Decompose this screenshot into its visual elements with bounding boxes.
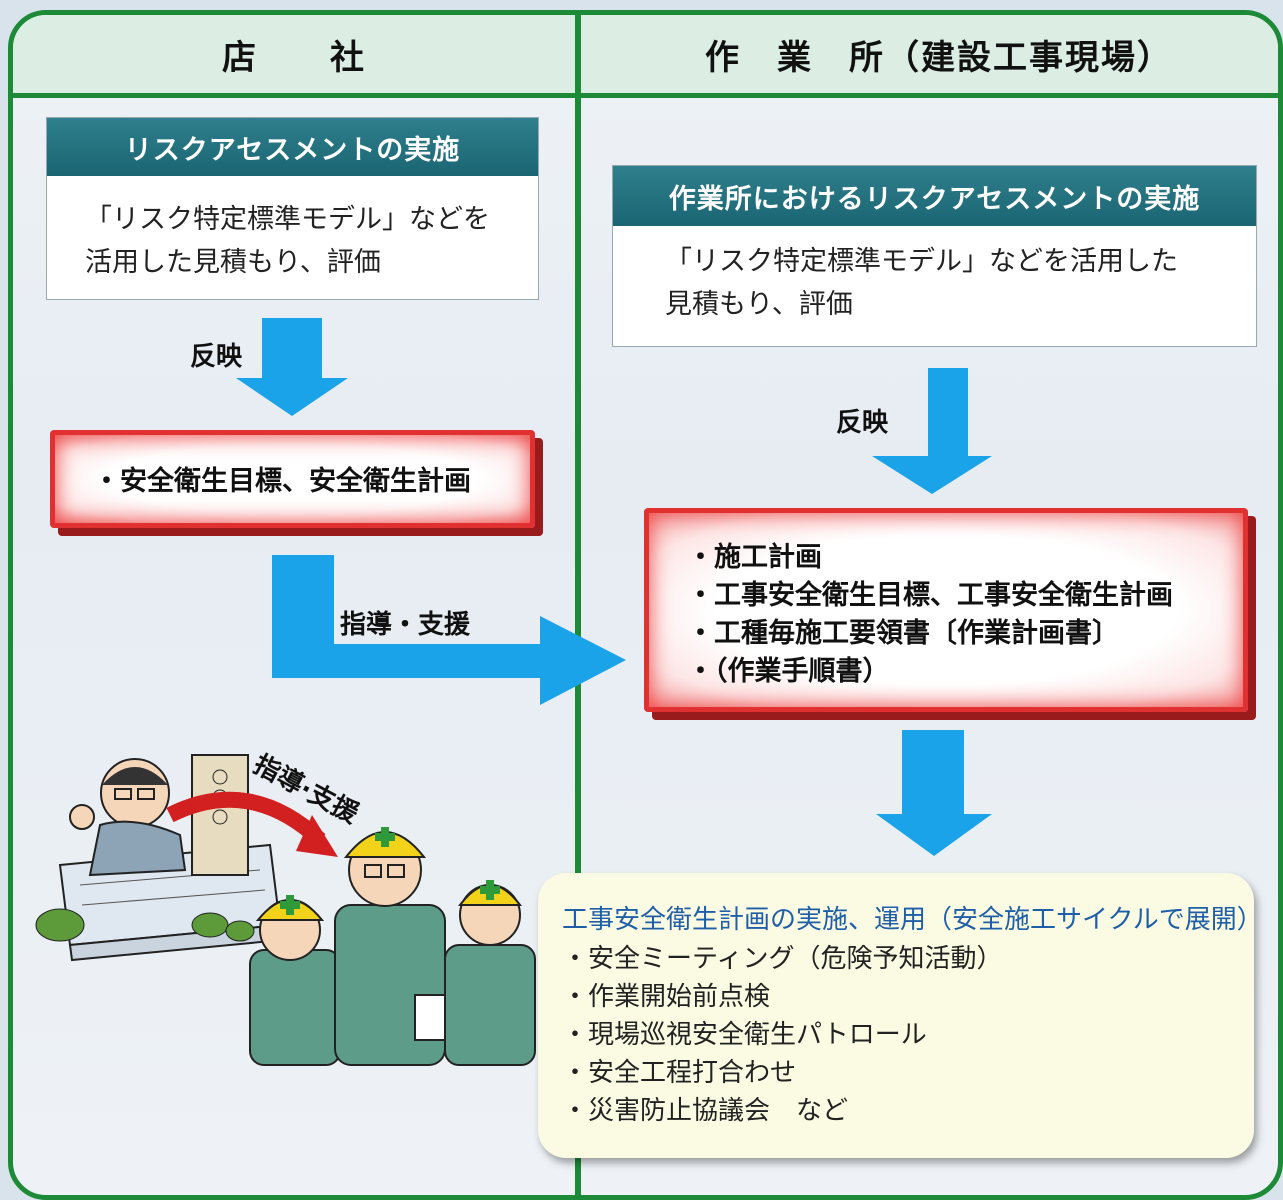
left-risk-body: 「リスク特定標準モデル」などを 活用した見積もり、評価 bbox=[47, 176, 538, 284]
guidance-label: 指導・支援 bbox=[340, 610, 471, 640]
left-reflect-label: 反映 bbox=[190, 342, 243, 372]
column-divider bbox=[575, 15, 581, 1195]
implementation-item-3: ・現場巡視安全衛生パトロール bbox=[562, 1020, 927, 1050]
left-plan-line: ・安全衛生目標、安全衛生計画 bbox=[93, 466, 471, 497]
guidance-illustration: 指導·支援 bbox=[35, 749, 536, 1066]
right-plan-line-1: ・施工計画 bbox=[687, 542, 822, 573]
right-plan-line-2: ・工事安全衛生目標、工事安全衛生計画 bbox=[687, 580, 1173, 611]
right-risk-line-1: 「リスク特定標準モデル」などを活用した bbox=[665, 246, 1178, 277]
header-head-office: 店 社 bbox=[13, 15, 575, 93]
implementation-item-2: ・作業開始前点検 bbox=[562, 982, 771, 1012]
right-plan-line-4: ・（作業手順書） bbox=[687, 656, 890, 687]
implementation-title: 工事安全衛生計画の実施、運用（安全施工サイクルで展開） bbox=[562, 905, 1263, 935]
left-risk-line-1: 「リスク特定標準モデル」などを bbox=[85, 204, 490, 235]
guidance-arrow bbox=[272, 555, 626, 705]
left-plan-box: ・安全衛生目標、安全衛生計画 bbox=[50, 430, 535, 528]
right-reflect-label: 反映 bbox=[836, 408, 889, 438]
header-work-site: 作 業 所（建設工事現場） bbox=[579, 15, 1278, 93]
left-risk-title: リスクアセスメントの実施 bbox=[47, 118, 538, 176]
right-risk-line-2: 見積もり、評価 bbox=[665, 289, 853, 320]
illustration-sign: 指導·支援 bbox=[248, 749, 364, 830]
left-risk-line-2: 活用した見積もり、評価 bbox=[85, 247, 381, 278]
left-down-arrow bbox=[236, 318, 348, 416]
implementation-item-5: ・災害防止協議会 など bbox=[562, 1096, 849, 1126]
header-rule bbox=[13, 93, 1278, 98]
right-risk-assessment-box: 作業所におけるリスクアセスメントの実施 「リスク特定標準モデル」などを活用した … bbox=[612, 165, 1257, 347]
implementation-box: 工事安全衛生計画の実施、運用（安全施工サイクルで展開） ・安全ミーティング（危険… bbox=[538, 873, 1263, 1158]
implementation-item-1: ・安全ミーティング（危険予知活動） bbox=[562, 944, 1003, 974]
left-risk-assessment-box: リスクアセスメントの実施 「リスク特定標準モデル」などを 活用した見積もり、評価 bbox=[46, 117, 539, 300]
right-plan-box: ・施工計画 ・工事安全衛生目標、工事安全衛生計画 ・工種毎施工要領書〔作業計画書… bbox=[644, 508, 1248, 712]
right-risk-title: 作業所におけるリスクアセスメントの実施 bbox=[613, 166, 1256, 226]
right-down-arrow-2 bbox=[876, 730, 992, 856]
right-risk-body: 「リスク特定標準モデル」などを活用した 見積もり、評価 bbox=[613, 226, 1256, 326]
right-plan-line-3: ・工種毎施工要領書〔作業計画書〕 bbox=[687, 618, 1119, 649]
implementation-item-4: ・安全工程打合わせ bbox=[562, 1058, 797, 1088]
right-down-arrow-1 bbox=[872, 368, 992, 494]
